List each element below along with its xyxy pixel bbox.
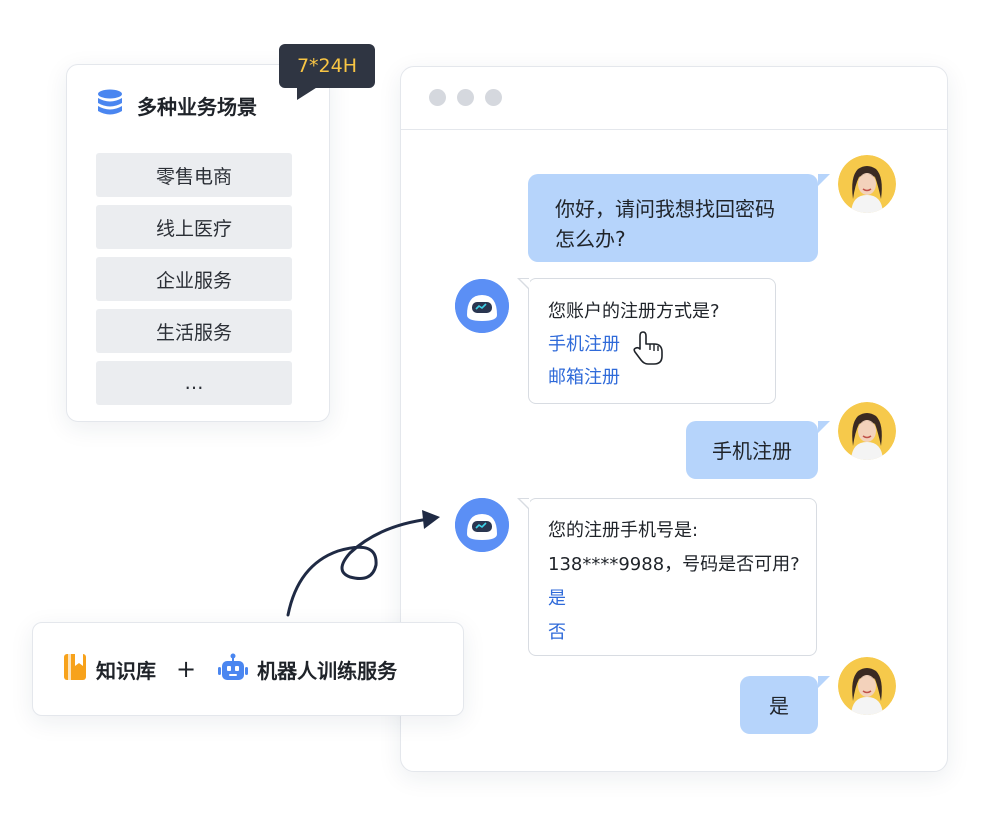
availability-badge: 7*24H bbox=[279, 44, 375, 88]
user-message-1-line-1: 你好，请问我想找回密码 bbox=[555, 197, 775, 221]
bot-message-2-line-1: 您的注册手机号是: bbox=[548, 520, 699, 541]
scenarios-title: 多种业务场景 bbox=[137, 94, 257, 119]
user-avatar bbox=[838, 657, 896, 715]
book-icon bbox=[63, 653, 87, 686]
scenarios-header: 多种业务场景 bbox=[97, 89, 257, 121]
bot-message-1: 您账户的注册方式是? 手机注册 邮箱注册 bbox=[517, 277, 776, 404]
bot-message-2: 您的注册手机号是: 138****9988，号码是否可用? 是 否 bbox=[517, 497, 817, 656]
user-message-2-text: 手机注册 bbox=[712, 439, 792, 463]
user-message-3-text: 是 bbox=[769, 694, 789, 718]
hand-pointer-icon bbox=[632, 330, 668, 370]
knowledge-base-label: 知识库 bbox=[96, 658, 156, 683]
scenario-item-enterprise[interactable]: 企业服务 bbox=[96, 257, 292, 301]
bubble-tail bbox=[818, 421, 830, 433]
user-message-1: 你好，请问我想找回密码 怎么办? bbox=[528, 174, 830, 262]
window-dot-2[interactable] bbox=[457, 89, 474, 106]
user-avatar bbox=[838, 402, 896, 460]
robot-icon bbox=[218, 653, 249, 686]
user-message-2: 手机注册 bbox=[686, 421, 830, 479]
user-message-1-line-2: 怎么办? bbox=[555, 227, 626, 251]
connector-arrow bbox=[286, 510, 440, 617]
database-icon bbox=[97, 89, 123, 121]
scenario-item-more[interactable]: … bbox=[96, 361, 292, 405]
window-dot-1[interactable] bbox=[429, 89, 446, 106]
bot-avatar bbox=[455, 498, 509, 552]
option-yes[interactable]: 是 bbox=[548, 588, 566, 609]
robot-training-label: 机器人训练服务 bbox=[257, 658, 398, 683]
scenario-item-medical[interactable]: 线上医疗 bbox=[96, 205, 292, 249]
badge-tail bbox=[297, 86, 319, 100]
window-titlebar bbox=[401, 67, 947, 130]
bot-avatar bbox=[455, 279, 509, 333]
option-phone-registration[interactable]: 手机注册 bbox=[548, 334, 620, 355]
bubble-tail-inner bbox=[520, 279, 530, 289]
option-email-registration[interactable]: 邮箱注册 bbox=[548, 367, 620, 388]
user-message-3: 是 bbox=[740, 676, 830, 734]
scenario-item-life[interactable]: 生活服务 bbox=[96, 309, 292, 353]
bubble-tail bbox=[818, 174, 830, 186]
bot-message-1-question: 您账户的注册方式是? bbox=[548, 301, 720, 322]
knowledge-robot-row: 知识库 + 机器人训练服务 bbox=[63, 623, 397, 715]
bot-message-2-line-2: 138****9988，号码是否可用? bbox=[548, 554, 800, 575]
window-dot-3[interactable] bbox=[485, 89, 502, 106]
scenario-item-retail[interactable]: 零售电商 bbox=[96, 153, 292, 197]
scenarios-card: 多种业务场景 零售电商 线上医疗 企业服务 生活服务 … bbox=[66, 64, 330, 422]
bubble-tail bbox=[818, 676, 830, 688]
knowledge-robot-card: 知识库 + 机器人训练服务 bbox=[32, 622, 464, 716]
bubble-tail-inner bbox=[520, 499, 530, 509]
user-avatar bbox=[838, 155, 896, 213]
plus-sign: + bbox=[176, 655, 197, 683]
option-no[interactable]: 否 bbox=[548, 622, 566, 643]
